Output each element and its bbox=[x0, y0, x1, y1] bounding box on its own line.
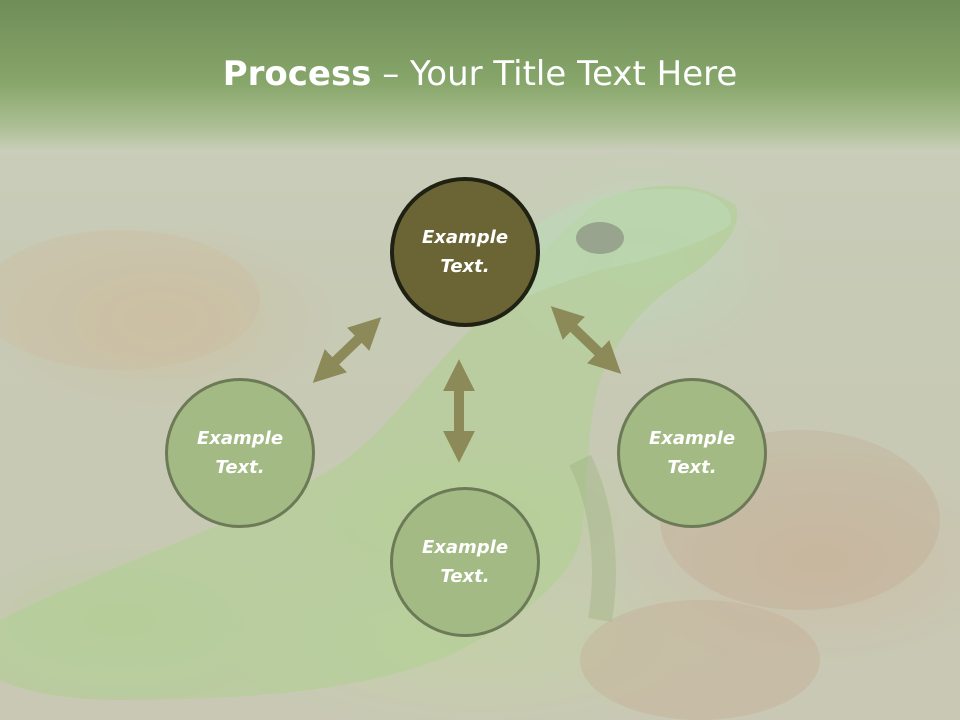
node-center-label: Example Text. bbox=[421, 227, 509, 277]
arrow-center-right bbox=[550, 306, 622, 374]
node-bottom-label: Example Text. bbox=[421, 537, 509, 587]
title-rest: – Your Title Text Here bbox=[371, 54, 738, 94]
process-node-center[interactable]: Example Text. bbox=[390, 177, 540, 327]
node-left-label: Example Text. bbox=[196, 428, 284, 478]
node-right-label: Example Text. bbox=[648, 428, 736, 478]
header-band bbox=[0, 0, 960, 150]
process-node-right[interactable]: Example Text. bbox=[617, 378, 767, 528]
slide-title: Process – Your Title Text Here bbox=[0, 52, 960, 96]
process-node-bottom[interactable]: Example Text. bbox=[390, 487, 540, 637]
title-bold: Process bbox=[222, 54, 372, 94]
arrow-center-left bbox=[312, 317, 382, 383]
process-node-left[interactable]: Example Text. bbox=[165, 378, 315, 528]
